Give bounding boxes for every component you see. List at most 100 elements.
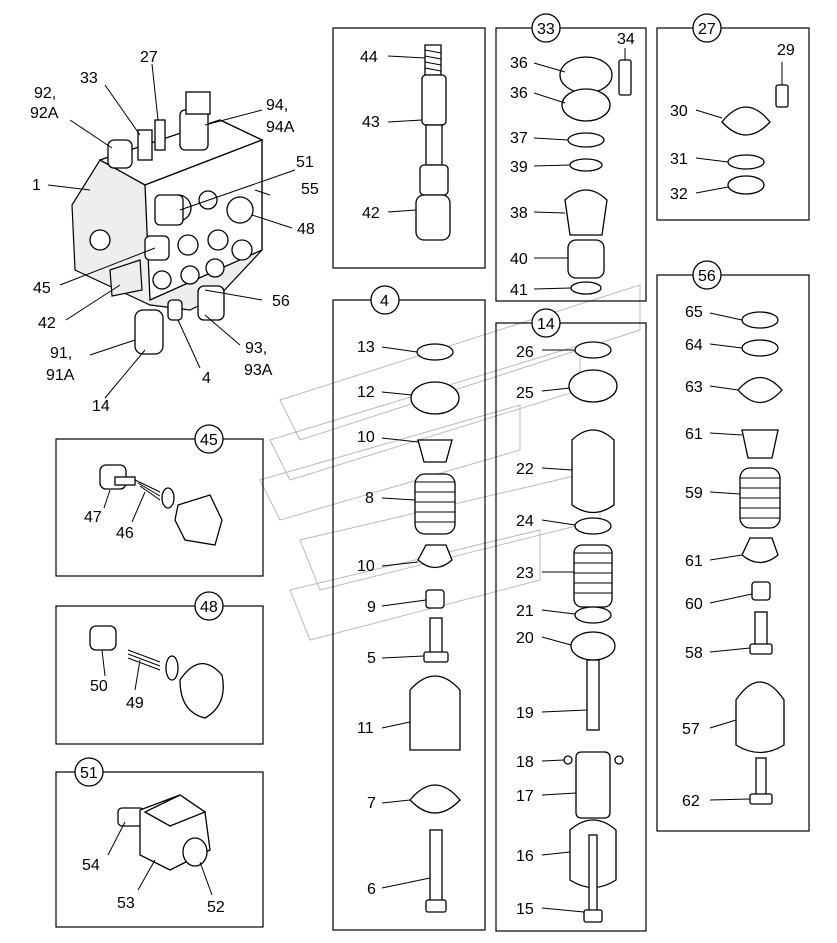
callout-15: 15 xyxy=(516,901,534,918)
callout-46: 46 xyxy=(116,525,134,542)
valve-block-assembly xyxy=(71,91,264,355)
group-27-badge xyxy=(692,13,722,43)
callout-20: 20 xyxy=(516,630,534,647)
callout-31: 31 xyxy=(670,151,688,168)
callout-65: 65 xyxy=(685,304,703,321)
main-callouts: 92, 92A 33 27 94, 94A 1 51 55 48 45 42 5… xyxy=(30,49,319,415)
callout-57: 57 xyxy=(682,721,700,738)
callout-63: 63 xyxy=(685,379,703,396)
callout-92: 92, xyxy=(34,85,56,102)
callout-61-a: 61 xyxy=(685,426,703,443)
group33-parts xyxy=(559,56,632,295)
callout-52: 52 xyxy=(207,899,225,916)
callout-13: 13 xyxy=(357,339,375,356)
group-box-44 xyxy=(332,27,486,269)
group4-parts xyxy=(409,343,461,913)
group-56-badge xyxy=(692,260,722,290)
group-33-label: 33 xyxy=(537,21,555,38)
callout-62: 62 xyxy=(682,793,700,810)
callout-8: 8 xyxy=(365,490,374,507)
group44-leaders xyxy=(387,55,426,213)
group-45-label: 45 xyxy=(200,432,218,449)
spool-44-parts xyxy=(415,44,451,241)
callout-40: 40 xyxy=(510,251,528,268)
group27-leaders xyxy=(695,62,783,194)
callout-42: 42 xyxy=(38,315,56,332)
group-45-badge xyxy=(194,424,224,454)
callout-94: 94, xyxy=(266,97,288,114)
callout-53: 53 xyxy=(117,895,135,912)
callout-39: 39 xyxy=(510,159,528,176)
group-14-label: 14 xyxy=(537,316,555,333)
callout-33: 33 xyxy=(80,70,98,87)
callout-91: 91, xyxy=(50,345,72,362)
group27-parts xyxy=(721,84,789,195)
callout-6: 6 xyxy=(367,881,376,898)
callout-7: 7 xyxy=(367,795,376,812)
group-14-badge xyxy=(531,308,561,338)
group33-leaders xyxy=(533,48,626,290)
callout-36-a: 36 xyxy=(510,55,528,72)
callout-59: 59 xyxy=(685,485,703,502)
callout-10-a: 10 xyxy=(357,429,375,446)
callout-5: 5 xyxy=(367,650,376,667)
callout-27: 27 xyxy=(140,49,158,66)
callout-22: 22 xyxy=(516,461,534,478)
group-box-33 xyxy=(495,27,647,302)
callout-17: 17 xyxy=(516,788,534,805)
group56-parts xyxy=(735,311,785,805)
callout-91a: 91A xyxy=(46,367,75,384)
callout-92a: 92A xyxy=(30,105,59,122)
group48-parts xyxy=(89,625,224,719)
group-48-badge xyxy=(194,591,224,621)
callout-10-b: 10 xyxy=(357,558,375,575)
group-box-4 xyxy=(332,299,486,931)
group-box-27 xyxy=(656,27,810,221)
callout-32: 32 xyxy=(670,186,688,203)
group-56-label: 56 xyxy=(698,268,716,285)
callout-54: 54 xyxy=(82,857,100,874)
callout-94a: 94A xyxy=(266,119,295,136)
callout-45: 45 xyxy=(33,280,51,297)
callout-30: 30 xyxy=(670,103,688,120)
group-box-14 xyxy=(495,322,647,932)
group51-parts xyxy=(117,794,211,871)
group56-leaders xyxy=(709,312,753,801)
group-33-badge xyxy=(531,13,561,43)
callout-50: 50 xyxy=(90,678,108,695)
group4-leaders xyxy=(381,346,431,889)
watermark xyxy=(259,284,641,641)
callout-43: 43 xyxy=(362,114,380,131)
callout-16: 16 xyxy=(516,848,534,865)
group-27-label: 27 xyxy=(698,21,716,38)
callout-58: 58 xyxy=(685,645,703,662)
group48-leaders xyxy=(101,649,141,691)
callout-93: 93, xyxy=(245,340,267,357)
callout-42: 42 xyxy=(362,205,380,222)
callout-11: 11 xyxy=(357,720,374,737)
callout-48: 48 xyxy=(297,221,315,238)
group-4-badge xyxy=(370,285,400,315)
main-leaders xyxy=(47,63,296,399)
callout-12: 12 xyxy=(357,384,375,401)
group-box-51 xyxy=(55,771,264,928)
callout-41: 41 xyxy=(510,282,528,299)
callout-19: 19 xyxy=(516,705,534,722)
callout-36-b: 36 xyxy=(510,85,528,102)
group14-leaders xyxy=(541,349,588,913)
group-box-56 xyxy=(656,274,810,832)
callout-64: 64 xyxy=(685,337,703,354)
group-51-label: 51 xyxy=(80,765,98,782)
callout-34: 34 xyxy=(617,31,635,48)
callout-29: 29 xyxy=(777,42,795,59)
callout-1: 1 xyxy=(32,177,41,194)
callout-55: 55 xyxy=(301,181,319,198)
callout-56: 56 xyxy=(272,293,290,310)
callout-44: 44 xyxy=(360,49,378,66)
group-4-label: 4 xyxy=(380,293,389,310)
callout-37: 37 xyxy=(510,130,528,147)
callout-25: 25 xyxy=(516,385,534,402)
group-box-45 xyxy=(55,438,264,577)
group-51-badge xyxy=(74,757,104,787)
